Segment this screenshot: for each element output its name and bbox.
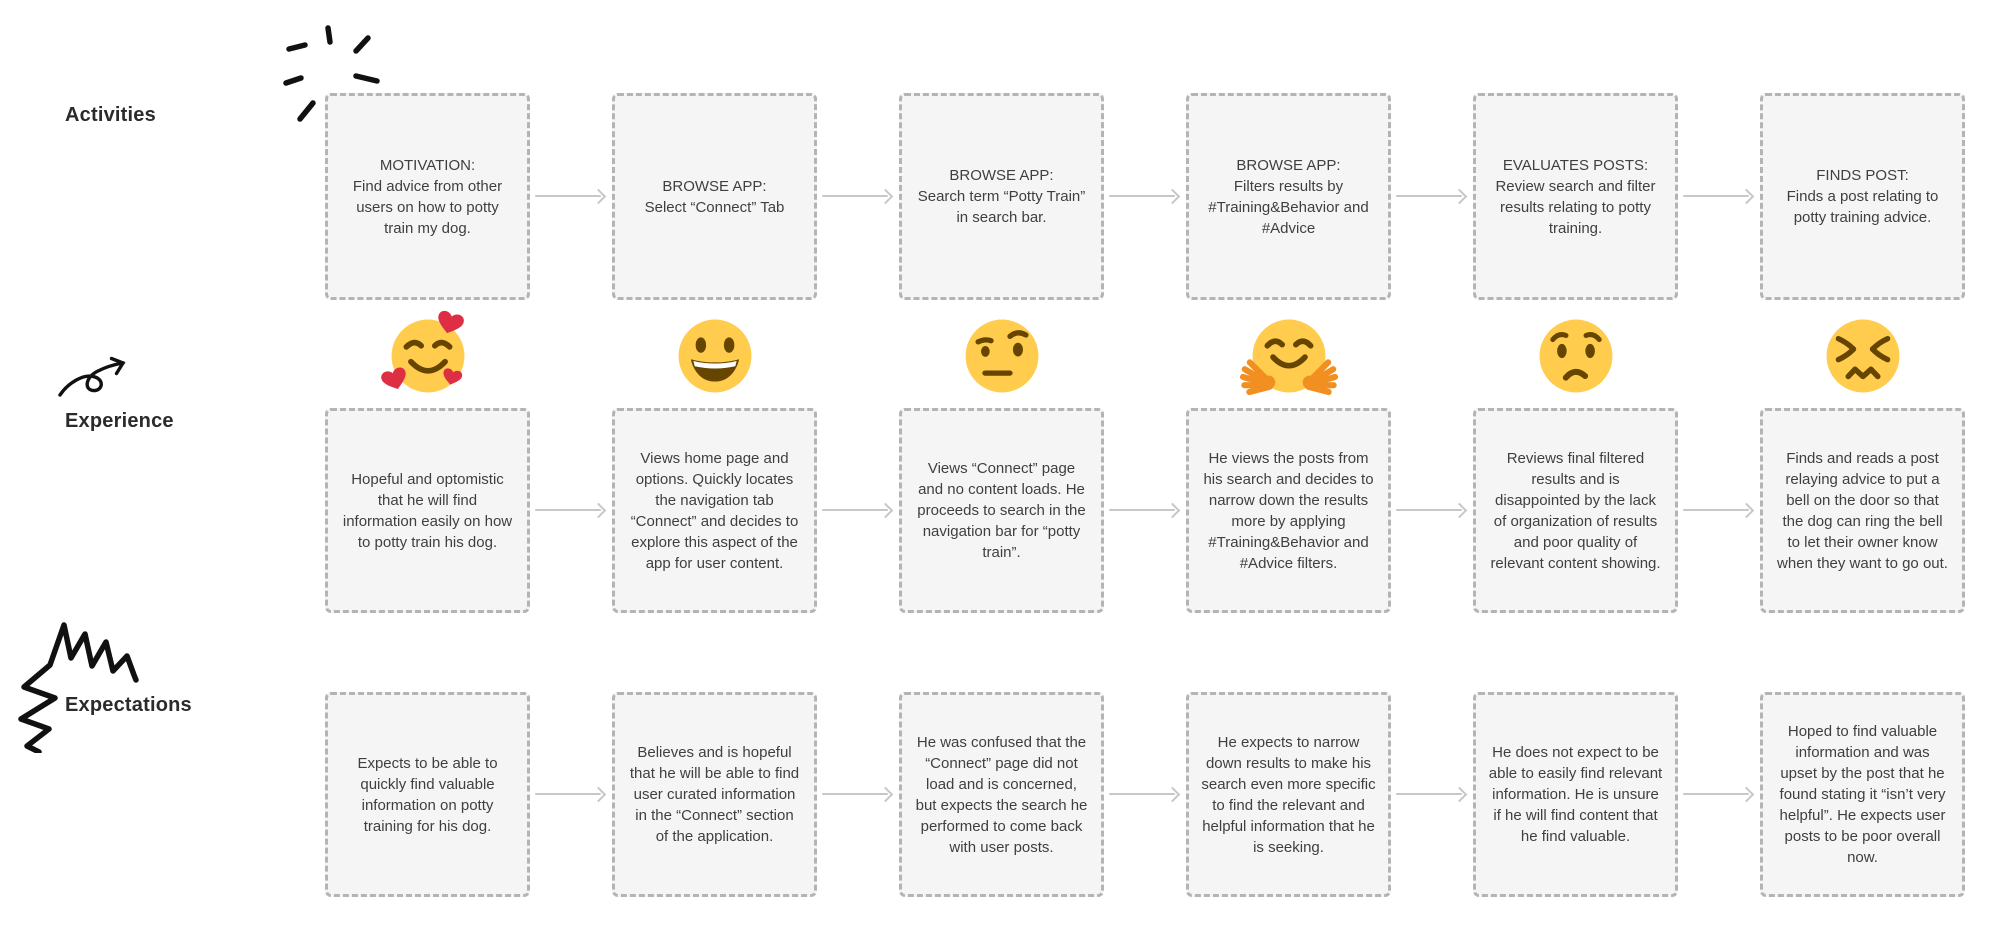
experience-card[interactable]: Finds and reads a post relaying advice t…	[1760, 408, 1965, 613]
expectations-card[interactable]: He expects to narrow down results to mak…	[1186, 692, 1391, 897]
activities-card-title: BROWSE APP:	[1236, 156, 1341, 174]
experience-card-body: Hopeful and optomistic that he will find…	[342, 470, 513, 551]
activities-card[interactable]: BROWSE APP: Filters results by #Training…	[1186, 93, 1391, 300]
emotion-row	[325, 310, 1965, 397]
activities-card-body: Select “Connect” Tab	[644, 198, 785, 216]
connector-arrow	[817, 500, 899, 520]
experience-row: Hopeful and optomistic that he will find…	[325, 408, 1965, 613]
connector-arrow	[1104, 784, 1186, 804]
connector-arrow	[530, 784, 612, 804]
activities-card-title: BROWSE APP:	[662, 177, 767, 195]
curly-arrow-doodle-icon	[58, 356, 126, 397]
activities-card-body: Find advice from other users on how to p…	[352, 177, 503, 237]
row-label-activities: Activities	[65, 104, 156, 126]
worried-face-emoji-icon[interactable]	[1473, 315, 1678, 397]
expectations-card[interactable]: He does not expect to be able to easily …	[1473, 692, 1678, 897]
experience-card[interactable]: Views “Connect” page and no content load…	[899, 408, 1104, 613]
grinning-face-emoji-icon[interactable]	[612, 315, 817, 397]
confounded-face-emoji-icon[interactable]	[1760, 315, 1965, 397]
expectations-card-body: He does not expect to be able to easily …	[1488, 744, 1663, 845]
expectations-card-body: Expects to be able to quickly find valua…	[357, 754, 498, 835]
row-label-expectations: Expectations	[65, 694, 192, 716]
activities-row: MOTIVATION: Find advice from other users…	[325, 93, 1965, 300]
expectations-card[interactable]: He was confused that the “Connect” page …	[899, 692, 1104, 897]
experience-card[interactable]: Reviews final filtered results and is di…	[1473, 408, 1678, 613]
activities-card-body: Review search and filter results relatin…	[1495, 177, 1656, 237]
activities-card[interactable]: BROWSE APP: Select “Connect” Tab	[612, 93, 817, 300]
expectations-card[interactable]: Believes and is hopeful that he will be …	[612, 692, 817, 897]
connector-arrow	[1678, 186, 1760, 206]
connector-arrow	[1391, 500, 1473, 520]
face-with-raised-eyebrow-emoji-icon[interactable]	[899, 315, 1104, 397]
connector-arrow	[530, 500, 612, 520]
connector-arrow	[817, 186, 899, 206]
experience-card-body: Finds and reads a post relaying advice t…	[1777, 449, 1948, 572]
connector-arrow	[1104, 186, 1186, 206]
experience-card-body: Views home page and options. Quickly loc…	[630, 449, 799, 572]
experience-card[interactable]: Views home page and options. Quickly loc…	[612, 408, 817, 613]
experience-card-body: Reviews final filtered results and is di…	[1490, 449, 1661, 572]
activities-card-title: BROWSE APP:	[949, 167, 1054, 184]
experience-card-body: He views the posts from his search and d…	[1203, 449, 1374, 572]
activities-card-title: FINDS POST:	[1816, 167, 1909, 184]
activities-card-body: Filters results by #Training&Behavior an…	[1208, 177, 1369, 237]
connector-arrow	[1678, 784, 1760, 804]
activities-card[interactable]: EVALUATES POSTS: Review search and filte…	[1473, 93, 1678, 300]
expectations-card[interactable]: Hoped to find valuable information and w…	[1760, 692, 1965, 897]
experience-card[interactable]: Hopeful and optomistic that he will find…	[325, 408, 530, 613]
expectations-card-body: He was confused that the “Connect” page …	[915, 733, 1088, 856]
expectations-card-body: He expects to narrow down results to mak…	[1201, 733, 1376, 856]
activities-card[interactable]: BROWSE APP: Search term “Potty Train” in…	[899, 93, 1104, 300]
activities-card[interactable]: MOTIVATION: Find advice from other users…	[325, 93, 530, 300]
connector-arrow	[530, 186, 612, 206]
experience-card[interactable]: He views the posts from his search and d…	[1186, 408, 1391, 613]
connector-arrow	[817, 784, 899, 804]
connector-arrow	[1391, 186, 1473, 206]
activities-card-body: Finds a post relating to potty training …	[1786, 188, 1939, 226]
activities-card[interactable]: FINDS POST: Finds a post relating to pot…	[1760, 93, 1965, 300]
experience-card-body: Views “Connect” page and no content load…	[917, 460, 1086, 561]
expectations-card-body: Believes and is hopeful that he will be …	[629, 744, 800, 845]
smiling-face-with-hearts-emoji-icon[interactable]	[325, 310, 530, 397]
expectations-row: Expects to be able to quickly find valua…	[325, 692, 1965, 897]
activities-card-title: MOTIVATION:	[379, 156, 476, 174]
connector-arrow	[1391, 784, 1473, 804]
hugging-face-emoji-icon[interactable]	[1186, 315, 1391, 397]
connector-arrow	[1104, 500, 1186, 520]
sparkle-burst-doodle-icon	[283, 25, 380, 122]
expectations-card[interactable]: Expects to be able to quickly find valua…	[325, 692, 530, 897]
activities-card-title: EVALUATES POSTS:	[1502, 156, 1649, 174]
zigzag-scribble-doodle-icon	[18, 622, 139, 753]
expectations-card-body: Hoped to find valuable information and w…	[1779, 723, 1946, 866]
row-label-experience: Experience	[65, 410, 174, 432]
connector-arrow	[1678, 500, 1760, 520]
activities-card-body: Search term “Potty Train” in search bar.	[917, 188, 1086, 226]
